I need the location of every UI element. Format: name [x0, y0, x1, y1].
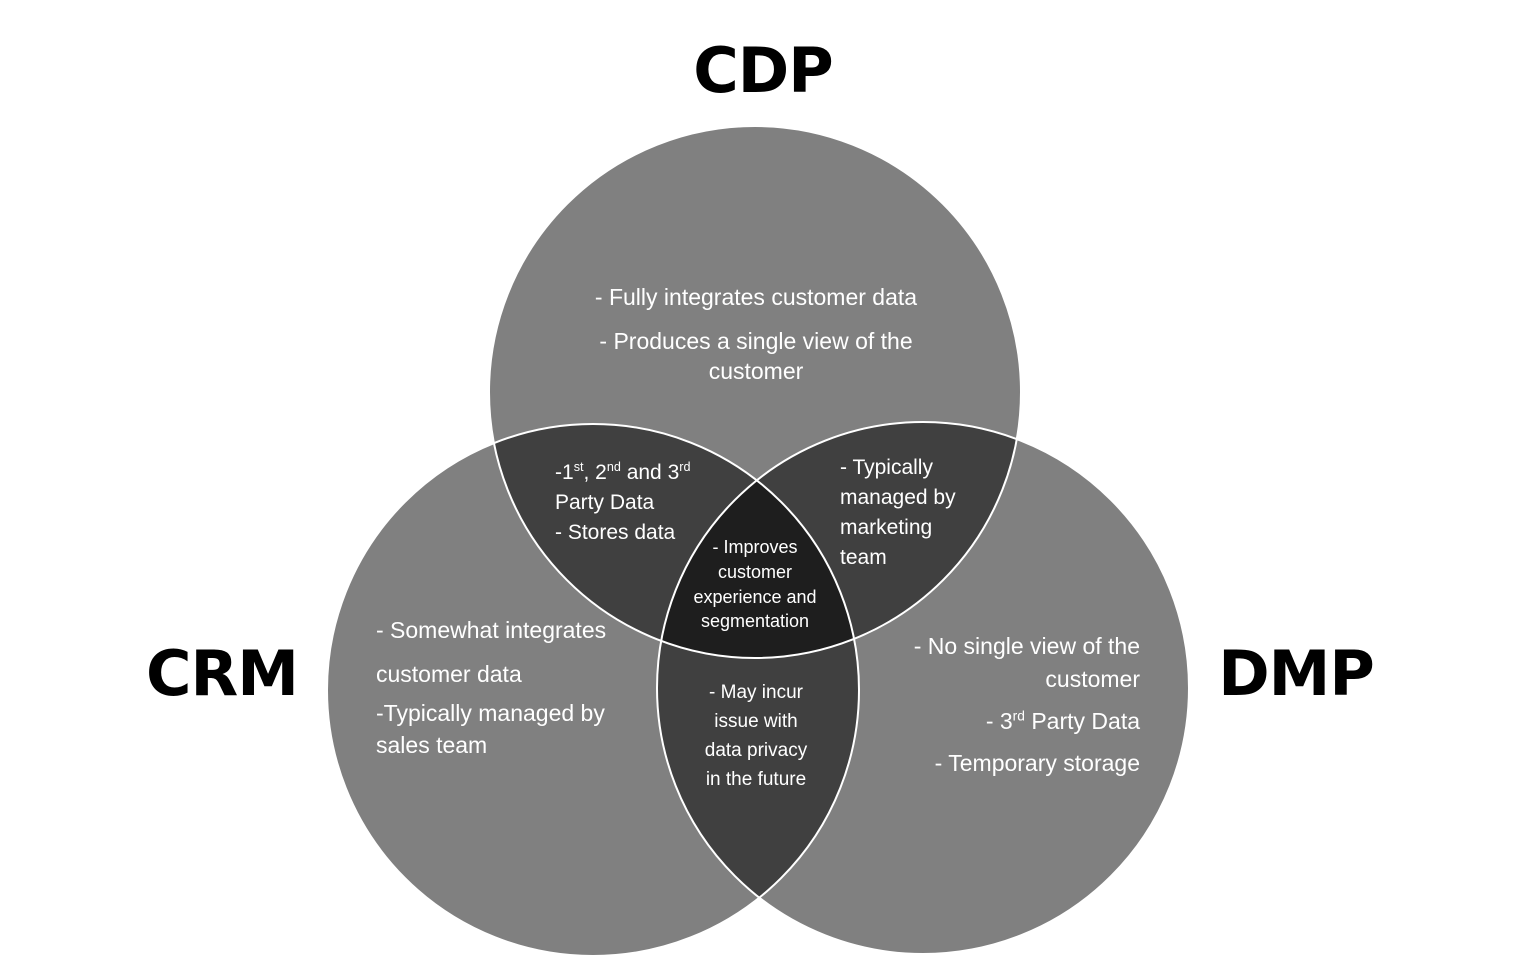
cdp-outline: [488, 125, 1022, 659]
cdp-crm-point-1-cont: Party Data: [555, 491, 655, 515]
cdp-label: CDP: [693, 34, 832, 107]
dmp-label: DMP: [1218, 637, 1374, 710]
crm-outline: [326, 423, 860, 957]
crm-dmp-point: - May incur issue with data privacy in t…: [704, 682, 808, 790]
dmp-point-2: - 3rd Party Data: [985, 708, 1140, 735]
cdp-point-2: - Produces a single view of the customer: [599, 327, 913, 384]
dmp-only-text: - No single view of the customer - 3rd P…: [868, 630, 1140, 779]
cdp-crm-point-2: - Stores data: [555, 521, 676, 545]
center-point: - Improves customer experience and segme…: [693, 537, 817, 632]
cdp-crm-text: -1st, 2nd and 3rd Party Data - Stores da…: [555, 458, 735, 548]
dmp-outline: [656, 421, 1190, 955]
triple-overlap: [657, 424, 859, 658]
crm-dmp-text: - May incur issue with data privacy in t…: [695, 679, 817, 795]
cdp-point-1: - Fully integrates customer data: [594, 284, 918, 310]
crm-point-1: - Somewhat integrates customer data: [376, 617, 607, 688]
crm-only-text: - Somewhat integrates customer data -Typ…: [376, 608, 644, 762]
dmp-point-1: - No single view of the customer: [913, 633, 1140, 692]
dmp-point-3: - Temporary storage: [934, 750, 1140, 777]
cdp-dmp-point: - Typically managed by marketing team: [840, 456, 956, 570]
cdp-only-text: - Fully integrates customer data - Produ…: [560, 283, 952, 387]
crm-point-2: -Typically managed by sales team: [376, 700, 605, 759]
cdp-crm-point-1: -1st, 2nd and 3rd: [555, 460, 691, 484]
center-text: - Improves customer experience and segme…: [688, 535, 822, 634]
cdp-dmp-text: - Typically managed by marketing team: [840, 453, 978, 573]
crm-label: CRM: [146, 637, 298, 710]
